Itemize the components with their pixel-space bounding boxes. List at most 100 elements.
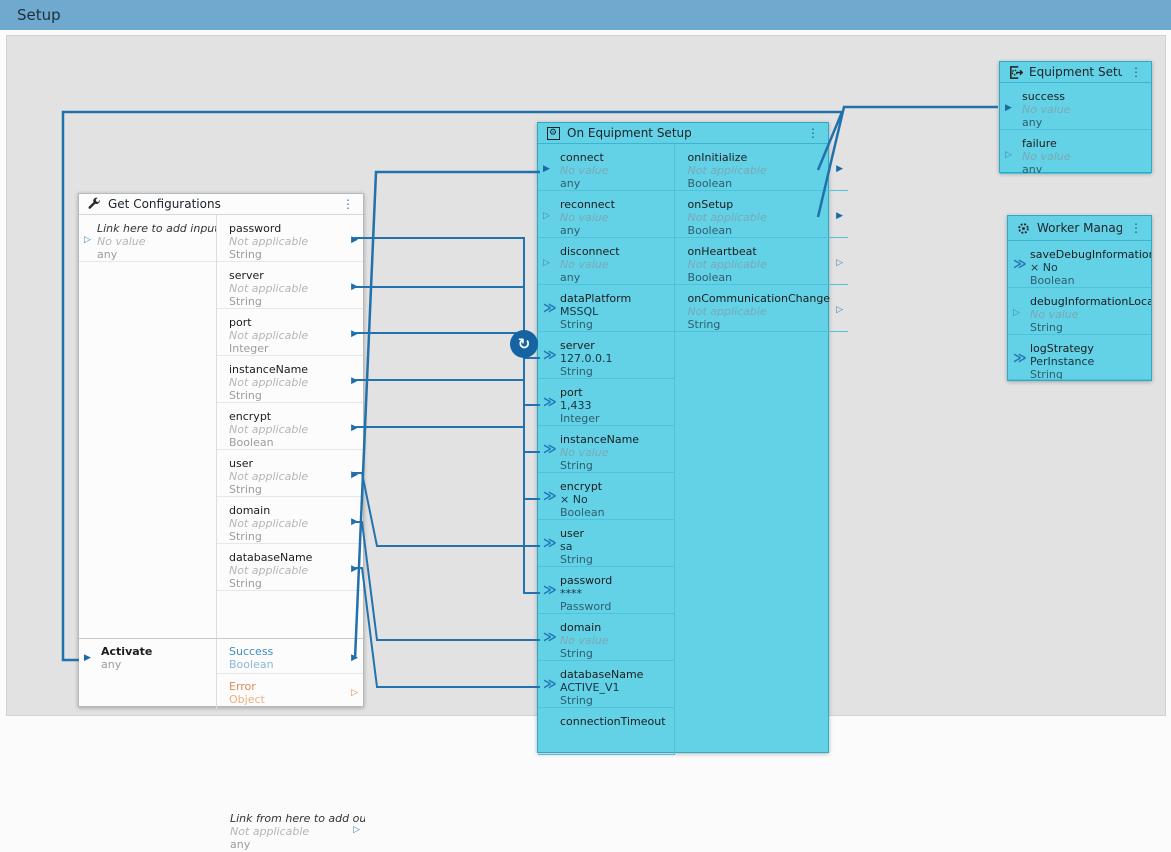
port-row-input[interactable]: reconnect No value any (538, 191, 674, 238)
port-row-activate[interactable]: Activate any (79, 639, 216, 674)
port-arrow-icon[interactable] (351, 652, 358, 663)
node-title: Equipment Setu... (1029, 65, 1122, 79)
port-name: Link from here to add output (230, 812, 365, 825)
port-row-output[interactable]: encrypt Not applicable Boolean (217, 403, 363, 450)
kebab-menu-icon[interactable]: ⋮ (1130, 221, 1142, 235)
node-on-equipment-setup[interactable]: ⚙ On Equipment Setup ⋮ connect No value … (537, 122, 849, 755)
port-row-error[interactable]: Error Object (217, 674, 363, 709)
port-arrow-icon[interactable] (836, 304, 843, 315)
port-row-input[interactable]: user sa String (538, 520, 674, 567)
sync-icon[interactable]: ↻ (510, 330, 538, 358)
port-arrow-icon[interactable] (543, 445, 557, 455)
port-arrow-icon[interactable] (1013, 260, 1027, 270)
port-row-input[interactable]: databaseName ACTIVE_V1 String (538, 661, 674, 708)
port-arrow-icon[interactable] (543, 492, 557, 502)
node-header[interactable]: ⚙ On Equipment Setup ⋮ (538, 123, 828, 144)
port-arrow-icon[interactable] (543, 304, 557, 314)
port-row-output[interactable]: onCommunicationChange Not applicable Str… (674, 285, 849, 332)
port-type: String (560, 694, 593, 707)
port-arrow-icon[interactable] (84, 652, 91, 663)
port-arrow-icon[interactable] (351, 422, 358, 433)
port-row-input[interactable]: connect No value any (538, 144, 674, 191)
port-row-add-input[interactable]: Link here to add input No value any (79, 215, 216, 262)
port-row-input[interactable]: disconnect No value any (538, 238, 674, 285)
port-row-output[interactable]: port Not applicable Integer (217, 309, 363, 356)
port-arrow-icon[interactable] (1013, 354, 1027, 364)
kebab-menu-icon[interactable]: ⋮ (1130, 65, 1142, 79)
port-arrow-icon[interactable] (543, 351, 557, 361)
port-arrow-icon[interactable] (836, 257, 843, 268)
port-name: Activate (101, 645, 153, 658)
port-row-input[interactable]: success No value any (1000, 83, 1151, 130)
port-arrow-icon[interactable] (836, 210, 843, 221)
port-row-input[interactable]: domain No value String (538, 614, 674, 661)
port-arrow-icon[interactable] (543, 680, 557, 690)
port-row-add-output[interactable]: Link from here to add output Not applica… (218, 805, 365, 852)
port-name: saveDebugInformation (1030, 248, 1151, 261)
port-arrow-icon[interactable] (1013, 307, 1020, 318)
port-row-input[interactable]: debugInformationLocation No value String (1008, 288, 1151, 335)
port-arrow-icon[interactable] (84, 234, 91, 245)
port-row-output[interactable]: instanceName Not applicable String (217, 356, 363, 403)
port-row-input[interactable]: dataPlatform MSSQL String (538, 285, 674, 332)
kebab-menu-icon[interactable]: ⋮ (342, 197, 354, 211)
port-arrow-icon[interactable] (351, 516, 358, 527)
port-value: Not applicable (230, 825, 310, 838)
port-row-output[interactable]: databaseName Not applicable String (217, 544, 363, 591)
port-arrow-icon[interactable] (353, 824, 360, 835)
port-row-output[interactable]: user Not applicable String (217, 450, 363, 497)
port-value: No value (560, 446, 609, 459)
port-row-input[interactable]: server 127.0.0.1 String (538, 332, 674, 379)
port-arrow-icon[interactable] (543, 257, 550, 268)
port-arrow-icon[interactable] (351, 234, 358, 245)
port-value: **** (560, 587, 582, 600)
port-row-output[interactable]: password Not applicable String (217, 215, 363, 262)
port-row-input[interactable]: saveDebugInformation × No Boolean (1008, 241, 1151, 288)
port-arrow-icon[interactable] (351, 687, 358, 698)
port-value: Not applicable (229, 564, 309, 577)
port-arrow-icon[interactable] (543, 210, 550, 221)
port-arrow-icon[interactable] (543, 586, 557, 596)
port-name: databaseName (229, 551, 313, 564)
port-row-input[interactable]: logStrategy PerInstance String (1008, 335, 1151, 380)
port-arrow-icon[interactable] (1005, 102, 1012, 113)
port-row-output[interactable]: onHeartbeat Not applicable Boolean (674, 238, 849, 285)
port-type: String (1030, 321, 1063, 334)
node-worker-manager[interactable]: Worker Manager ⋮ saveDebugInformation × … (1007, 215, 1152, 381)
port-arrow-icon[interactable] (543, 539, 557, 549)
port-row-input[interactable]: password **** Password (538, 567, 674, 614)
port-row-input[interactable]: failure No value any (1000, 130, 1151, 174)
port-arrow-icon[interactable] (836, 163, 843, 174)
port-arrow-icon[interactable] (543, 633, 557, 643)
port-name: server (229, 269, 264, 282)
port-row-success[interactable]: Success Boolean (217, 639, 363, 674)
port-arrow-icon[interactable] (1005, 149, 1012, 160)
port-row-output[interactable]: onInitialize Not applicable Boolean (674, 144, 849, 191)
port-row-input[interactable]: port 1,433 Integer (538, 379, 674, 426)
port-row-input[interactable]: instanceName No value String (538, 426, 674, 473)
port-arrow-icon[interactable] (543, 398, 557, 408)
node-equipment-setup[interactable]: Equipment Setu... ⋮ success No value any… (999, 61, 1152, 174)
port-row-output[interactable]: server Not applicable String (217, 262, 363, 309)
port-arrow-icon[interactable] (351, 281, 358, 292)
port-row-input[interactable]: encrypt × No Boolean (538, 473, 674, 520)
port-arrow-icon[interactable] (351, 469, 358, 480)
kebab-menu-icon[interactable]: ⋮ (807, 126, 819, 140)
node-get-configurations[interactable]: Get Configurations ⋮ Link here to add in… (78, 193, 365, 851)
port-value: PerInstance (1030, 355, 1095, 368)
port-arrow-icon[interactable] (351, 328, 358, 339)
port-value: No value (1030, 308, 1079, 321)
port-row-output[interactable]: onSetup Not applicable Boolean (674, 191, 849, 238)
port-type: String (560, 318, 593, 331)
port-arrow-icon[interactable] (351, 563, 358, 574)
port-name: onSetup (687, 198, 734, 211)
port-row-output[interactable]: domain Not applicable String (217, 497, 363, 544)
port-arrow-icon[interactable] (351, 375, 358, 386)
port-name: user (229, 457, 253, 470)
port-value: No value (97, 235, 146, 248)
node-header[interactable]: Equipment Setu... ⋮ (1000, 62, 1151, 83)
node-header[interactable]: Get Configurations ⋮ (79, 194, 363, 215)
port-arrow-icon[interactable] (543, 163, 550, 174)
node-header[interactable]: Worker Manager ⋮ (1008, 216, 1151, 241)
port-row-input[interactable]: connectionTimeout (538, 708, 674, 755)
